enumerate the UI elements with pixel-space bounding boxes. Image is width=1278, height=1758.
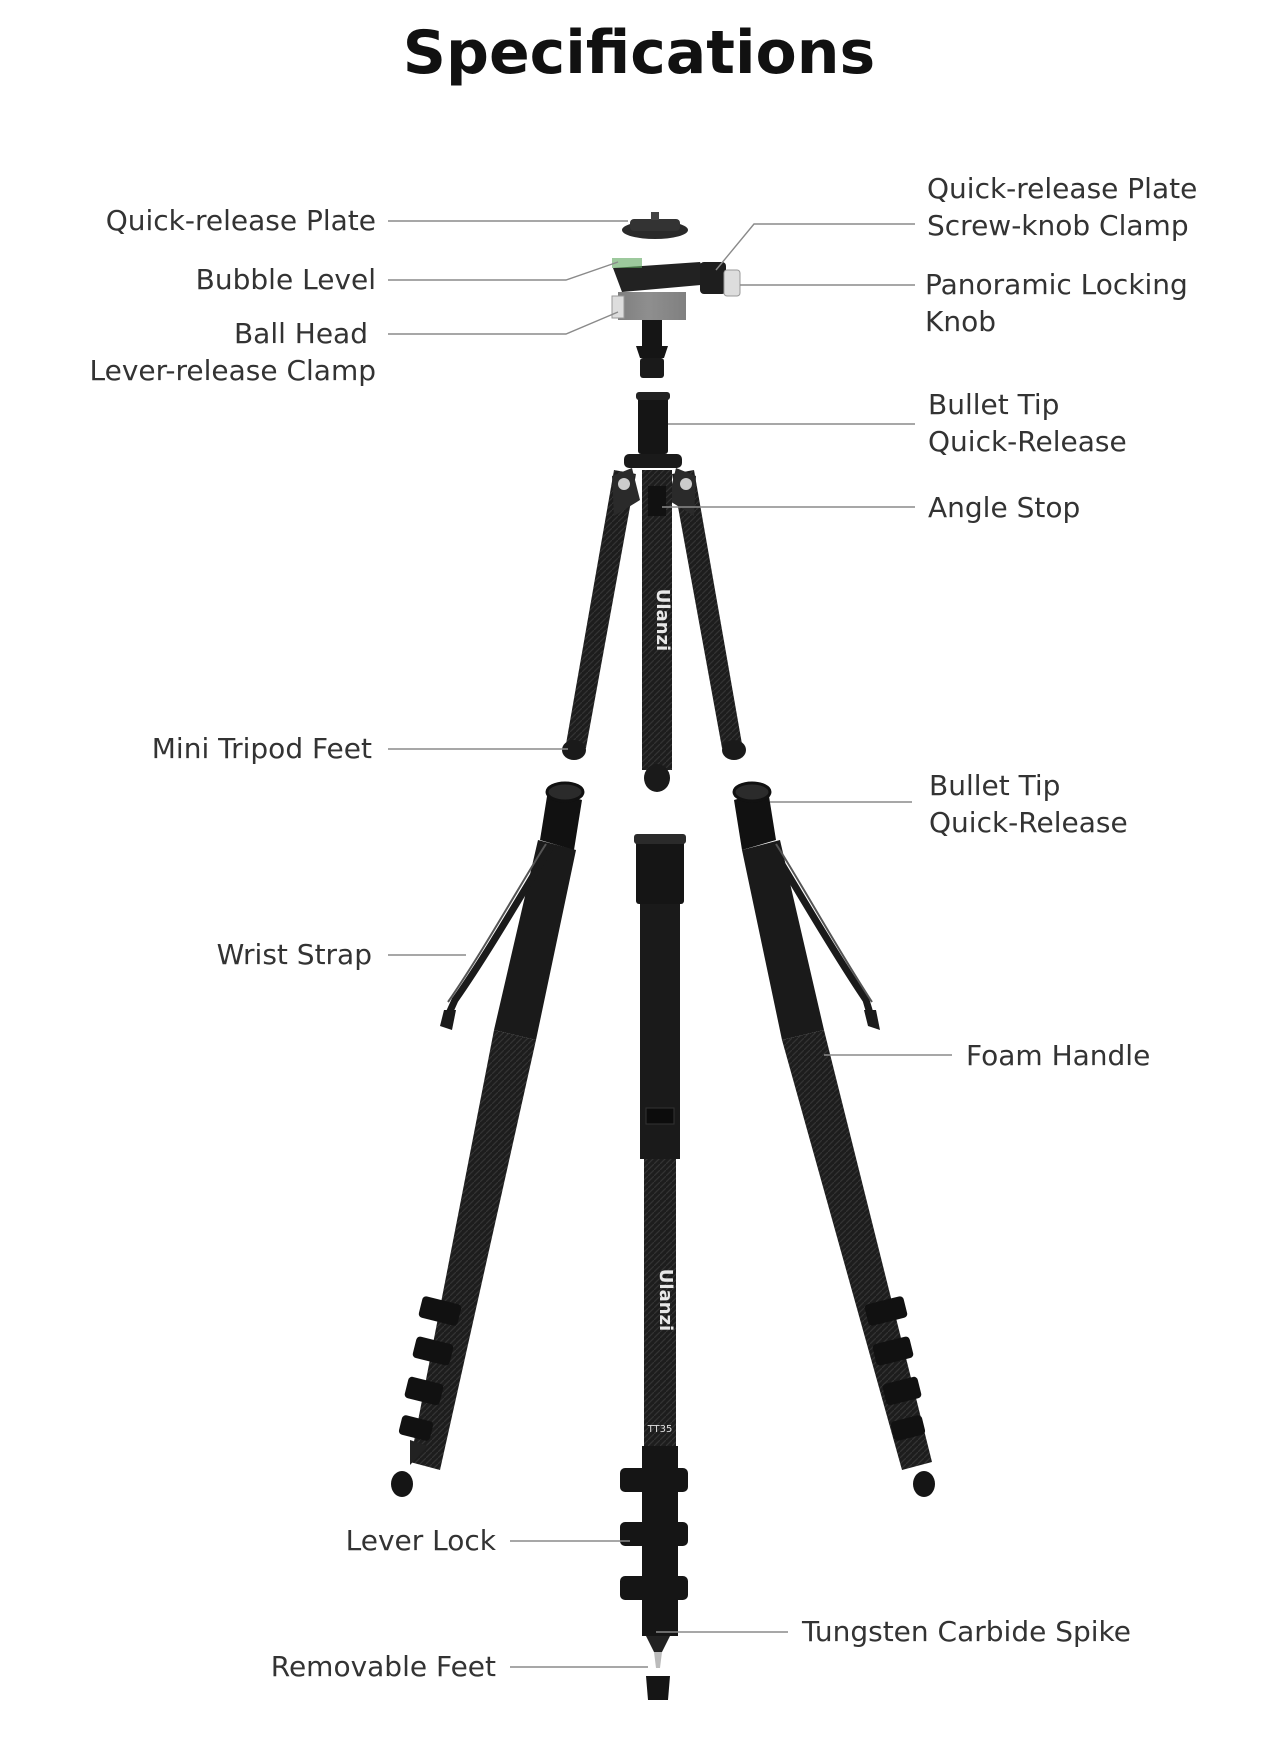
ball-head-part [611, 258, 741, 378]
label-bullet-tip-leg: Bullet Tip Quick-Release [929, 769, 1128, 839]
quick-release-plate-part [622, 212, 688, 239]
label-qr-plate-screw-knob-clamp: Quick-release Plate Screw-knob Clamp [927, 172, 1198, 242]
label-foam-handle: Foam Handle [966, 1039, 1151, 1072]
mini-tripod-part: Ulanzi [562, 392, 746, 792]
svg-text:Ulanzi: Ulanzi [655, 1269, 676, 1331]
label-removable-feet: Removable Feet [270, 1650, 496, 1683]
leader-lines [388, 220, 952, 1668]
label-ball-head-clamp: Ball Head Lever-release Clamp [89, 317, 377, 387]
left-leg-part [391, 781, 585, 1497]
label-tungsten-carbide-spike: Tungsten Carbide Spike [802, 1615, 1131, 1648]
label-wrist-strap: Wrist Strap [216, 938, 372, 971]
page-title: Specifications [402, 18, 876, 88]
label-bullet-tip-top: Bullet Tip Quick-Release [928, 388, 1127, 458]
label-angle-stop: Angle Stop [928, 491, 1081, 524]
label-panoramic-locking-knob: Panoramic Locking Knob [925, 268, 1188, 338]
label-lever-lock: Lever Lock [345, 1524, 496, 1557]
label-mini-tripod-feet: Mini Tripod Feet [151, 732, 372, 765]
label-quick-release-plate: Quick-release Plate [105, 204, 376, 237]
brand-logo: Ulanzi [652, 589, 673, 651]
label-bubble-level: Bubble Level [195, 263, 376, 296]
center-leg-part: Ulanzi TT35 [620, 834, 688, 1700]
right-leg-part [732, 781, 935, 1497]
model-number: TT35 [647, 1424, 673, 1435]
